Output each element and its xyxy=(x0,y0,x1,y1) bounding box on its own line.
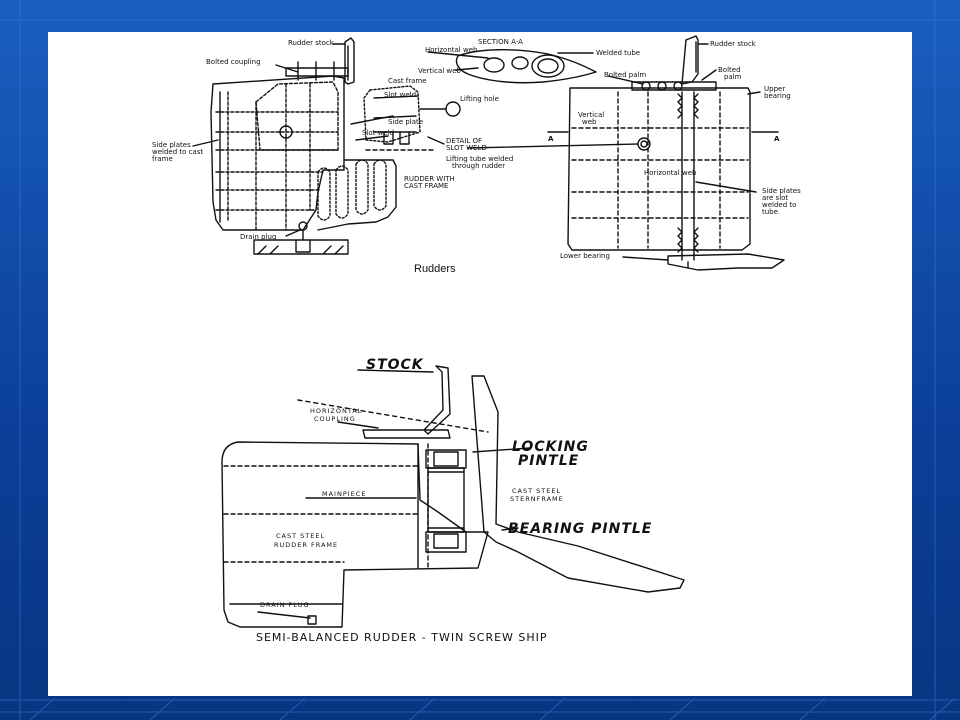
label-section-a-left: A xyxy=(548,135,554,143)
label-cast-frame: Cast frame xyxy=(388,77,427,85)
label-vertical-web-section: Vertical web xyxy=(418,67,461,75)
label-welded-tube: Welded tube xyxy=(596,49,641,57)
label-drain-plug-top: Drain plug xyxy=(240,233,277,241)
slot-weld-detail-drawing xyxy=(355,85,461,151)
label-lower-bearing: Lower bearing xyxy=(560,252,610,260)
semi-balanced-rudder-drawing xyxy=(221,365,685,628)
label-bolted-palm: Bolted palm xyxy=(604,71,647,79)
label-side-plates-1: Side plates xyxy=(152,141,191,149)
label-drain-plug-bottom: DRAIN PLUG xyxy=(260,601,310,609)
label-detail-1: DETAIL OF xyxy=(446,137,483,145)
label-side-plates-right-1: Side plates xyxy=(762,187,801,195)
label-locking-pintle-2: PINTLE xyxy=(518,453,580,469)
label-side-plate: Side plate xyxy=(388,118,424,126)
label-horizontal-web-right: Horizontal web xyxy=(644,169,697,177)
label-sternframe-2: STERNFRAME xyxy=(510,495,564,503)
section-aa-drawing xyxy=(427,49,597,84)
label-lifting-hole: Lifting hole xyxy=(460,95,499,103)
rudder-cast-frame-drawing xyxy=(192,37,397,255)
label-upper-bearing-1: Upper xyxy=(764,85,786,93)
label-lifting-tube-2: through rudder xyxy=(452,162,506,170)
rudder-welded-tube-drawing xyxy=(467,35,785,271)
label-section-a-right: A xyxy=(774,135,780,143)
label-rudder-cast-2: CAST FRAME xyxy=(404,182,449,190)
diagram-sheet: Rudder stock Bolted coupling Side plates… xyxy=(48,32,912,696)
label-slot-weld: Slot weld xyxy=(384,91,417,99)
label-locking-pintle-1: LOCKING xyxy=(512,439,589,455)
label-slot-weld-2: Slot weld xyxy=(362,129,395,137)
label-horizontal-web-section: Horizontal web xyxy=(425,46,478,54)
label-stock: STOCK xyxy=(366,357,424,373)
label-rudder-stock-right: Rudder stock xyxy=(710,40,756,48)
label-side-plates-right-3: welded to xyxy=(762,201,797,209)
caption-rudders: Rudders xyxy=(414,263,456,275)
label-bolted-coupling: Bolted coupling xyxy=(206,58,261,66)
label-rudder-stock-left: Rudder stock xyxy=(288,39,334,47)
label-mainpiece: MAINPIECE xyxy=(322,490,367,498)
label-bolted-1: Bolted xyxy=(718,66,741,74)
label-side-plates-2: welded to cast xyxy=(152,148,204,156)
label-rudder-frame-2: RUDDER FRAME xyxy=(274,541,339,549)
label-bearing-pintle: BEARING PINTLE xyxy=(508,521,653,537)
label-side-plates-right-2: are slot xyxy=(762,194,789,202)
label-detail-2: SLOT WELD xyxy=(446,144,487,152)
label-upper-bearing-2: bearing xyxy=(764,92,791,100)
caption-semi-balanced-rudder: SEMI-BALANCED RUDDER - TWIN SCREW SHIP xyxy=(256,631,548,644)
label-section-aa: SECTION A-A xyxy=(478,38,523,46)
label-side-plates-right-4: tube xyxy=(762,208,778,216)
label-vertical-web-right-1: Vertical xyxy=(578,111,605,119)
label-rudder-cast-1: RUDDER WITH xyxy=(404,175,455,183)
label-vertical-web-right-2: web xyxy=(582,118,597,126)
label-lifting-tube-1: Lifting tube welded xyxy=(446,155,514,163)
rudder-drawings xyxy=(192,35,785,628)
label-horizontal-coupling-1: HORIZONTAL xyxy=(310,407,363,415)
label-rudder-frame-1: CAST STEEL xyxy=(276,532,326,540)
label-horizontal-coupling-2: COUPLING xyxy=(314,415,356,423)
label-side-plates-3: frame xyxy=(152,155,173,163)
label-bolted-2: palm xyxy=(724,73,742,81)
label-sternframe-1: CAST STEEL xyxy=(512,487,562,495)
